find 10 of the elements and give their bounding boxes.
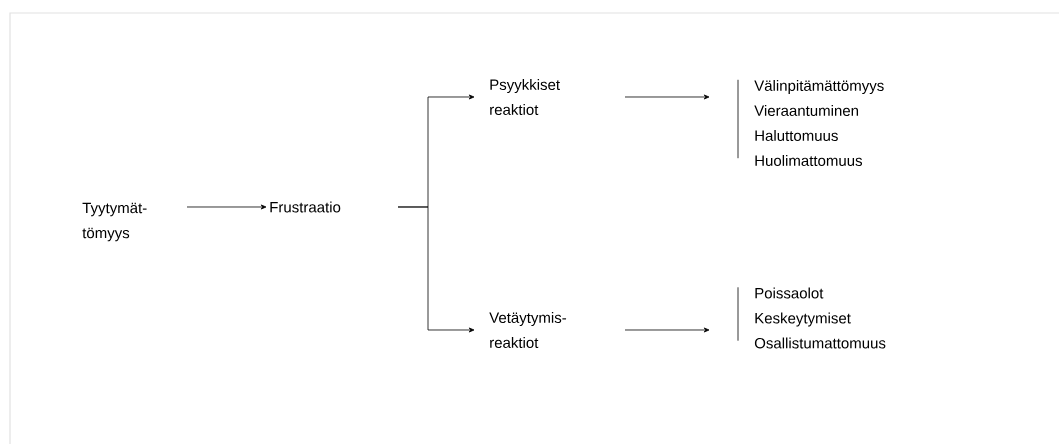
text-label: Vetäytymis- reaktiot: [489, 312, 567, 348]
arrow: [624, 94, 710, 100]
arrow: [624, 327, 710, 333]
item-list: Poissaolot Keskeytymiset Osallistumattomuus: [737, 286, 886, 349]
item-list: Välinpitämättömyys Vieraantuminen Haluttomuus Huolimattomuus: [737, 79, 884, 166]
text-label: Tyytymät- tömyys: [82, 202, 147, 242]
text-label: Frustraatio: [270, 201, 341, 213]
text-label: Psyykkiset reaktiot: [490, 79, 560, 115]
arrow: [397, 206, 475, 333]
arrow: [186, 204, 267, 210]
